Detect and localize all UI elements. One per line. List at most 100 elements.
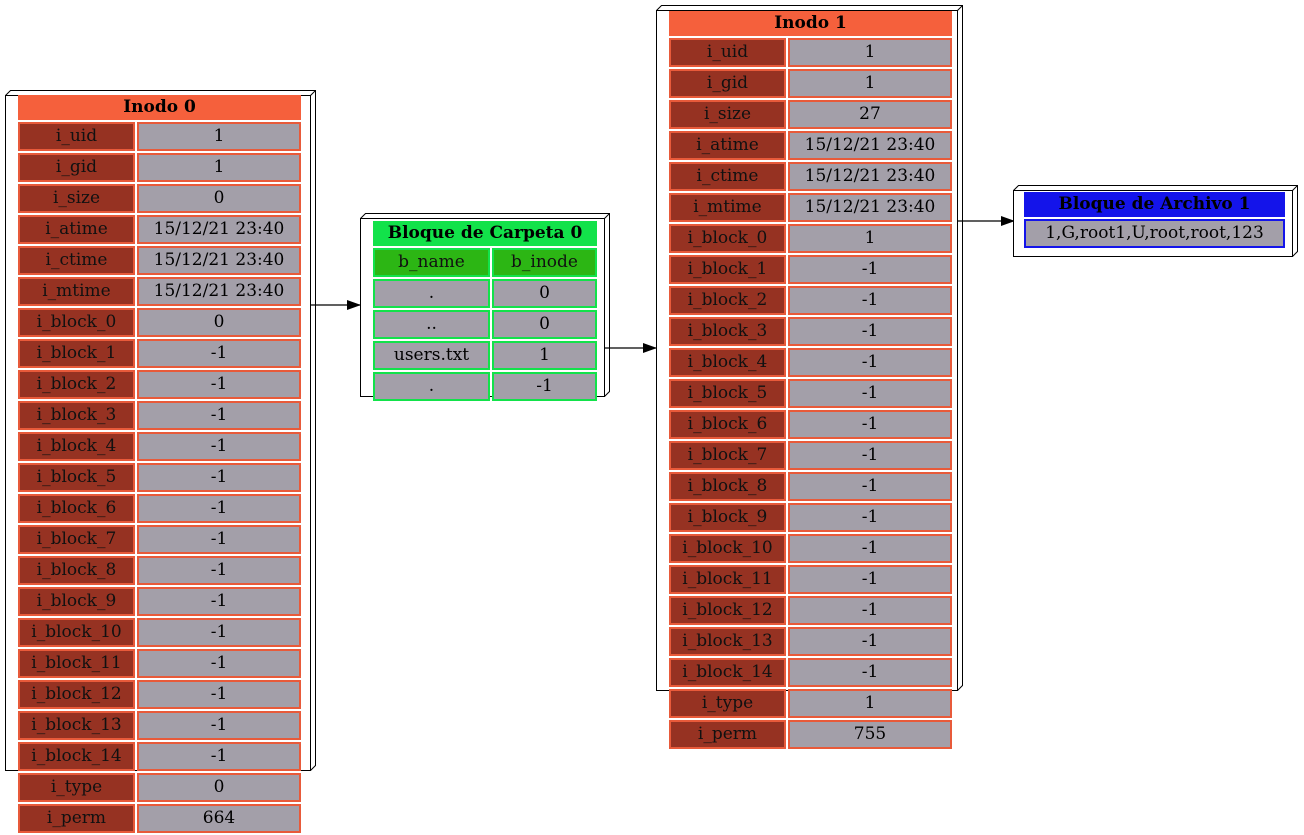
field-name: i_block_14 <box>669 658 786 687</box>
field-name: i_block_9 <box>669 503 786 532</box>
field-name: i_mtime <box>18 277 135 306</box>
field-value: -1 <box>788 441 952 470</box>
entry-name: . <box>373 279 490 308</box>
field-name: i_perm <box>669 720 786 749</box>
inode-row: i_block_8-1 <box>18 556 301 585</box>
field-name: i_ctime <box>669 162 786 191</box>
field-name: i_block_13 <box>669 627 786 656</box>
field-name: i_block_7 <box>18 525 135 554</box>
field-value: 0 <box>137 184 301 213</box>
field-value: -1 <box>788 472 952 501</box>
inode-row: i_block_3-1 <box>669 317 952 346</box>
field-value: 1 <box>788 689 952 718</box>
field-name: i_ctime <box>18 246 135 275</box>
field-value: -1 <box>788 596 952 625</box>
field-value: 1 <box>788 38 952 67</box>
field-name: i_block_8 <box>18 556 135 585</box>
field-value: -1 <box>788 627 952 656</box>
entry-name: .. <box>373 310 490 339</box>
entry-inode: 1 <box>492 341 597 370</box>
field-name: i_block_5 <box>18 463 135 492</box>
entry-inode: 0 <box>492 310 597 339</box>
column-header-b-name: b_name <box>373 248 490 277</box>
entry-inode: -1 <box>492 372 597 401</box>
inode-row: i_block_6-1 <box>18 494 301 523</box>
inode-row: i_block_5-1 <box>18 463 301 492</box>
field-value: 27 <box>788 100 952 129</box>
field-name: i_block_4 <box>18 432 135 461</box>
field-value: -1 <box>137 370 301 399</box>
field-value: -1 <box>788 410 952 439</box>
field-name: i_type <box>18 773 135 802</box>
field-name: i_gid <box>18 153 135 182</box>
field-name: i_block_13 <box>18 711 135 740</box>
field-name: i_perm <box>18 804 135 833</box>
field-name: i_block_8 <box>669 472 786 501</box>
inode-row: i_block_14-1 <box>669 658 952 687</box>
inode-row: i_block_2-1 <box>18 370 301 399</box>
file-block-1-content: 1,G,root1,U,root,root,123 <box>1024 219 1285 248</box>
field-value: -1 <box>137 711 301 740</box>
field-value: -1 <box>137 587 301 616</box>
field-name: i_block_12 <box>669 596 786 625</box>
entry-name: users.txt <box>373 341 490 370</box>
field-value: -1 <box>137 525 301 554</box>
inode-row: i_block_11-1 <box>669 565 952 594</box>
field-value: -1 <box>137 680 301 709</box>
inode-row: i_block_2-1 <box>669 286 952 315</box>
field-name: i_atime <box>18 215 135 244</box>
inode-0-title: Inodo 0 <box>18 95 301 120</box>
inode-row: i_block_5-1 <box>669 379 952 408</box>
inode-row: i_block_10-1 <box>669 534 952 563</box>
field-value: -1 <box>137 556 301 585</box>
field-value: -1 <box>788 255 952 284</box>
folder-block-0-table: Bloque de Carpeta 0 b_name b_inode .0..0… <box>371 219 599 403</box>
field-name: i_gid <box>669 69 786 98</box>
field-name: i_block_0 <box>669 224 786 253</box>
field-name: i_size <box>18 184 135 213</box>
field-value: -1 <box>137 401 301 430</box>
entry-name: . <box>373 372 490 401</box>
field-value: -1 <box>788 534 952 563</box>
field-value: 15/12/21 23:40 <box>137 277 301 306</box>
field-value: -1 <box>137 649 301 678</box>
inode-row: i_block_4-1 <box>669 348 952 377</box>
folder-entry-row: .0 <box>373 279 597 308</box>
field-name: i_block_11 <box>669 565 786 594</box>
folder-block-0-title: Bloque de Carpeta 0 <box>373 221 597 246</box>
field-name: i_block_10 <box>669 534 786 563</box>
entry-inode: 0 <box>492 279 597 308</box>
field-name: i_block_12 <box>18 680 135 709</box>
field-value: -1 <box>788 286 952 315</box>
field-name: i_block_7 <box>669 441 786 470</box>
inode-row: i_block_9-1 <box>669 503 952 532</box>
field-value: -1 <box>788 503 952 532</box>
inode-row: i_block_1-1 <box>669 255 952 284</box>
field-value: 1 <box>137 122 301 151</box>
folder-entry-row: ..0 <box>373 310 597 339</box>
field-name: i_block_1 <box>669 255 786 284</box>
field-name: i_type <box>669 689 786 718</box>
inode-row: i_block_10-1 <box>18 618 301 647</box>
field-value: -1 <box>788 658 952 687</box>
inode-row: i_block_13-1 <box>669 627 952 656</box>
field-value: 1 <box>788 224 952 253</box>
field-name: i_block_2 <box>18 370 135 399</box>
field-name: i_atime <box>669 131 786 160</box>
inode-row: i_block_9-1 <box>18 587 301 616</box>
